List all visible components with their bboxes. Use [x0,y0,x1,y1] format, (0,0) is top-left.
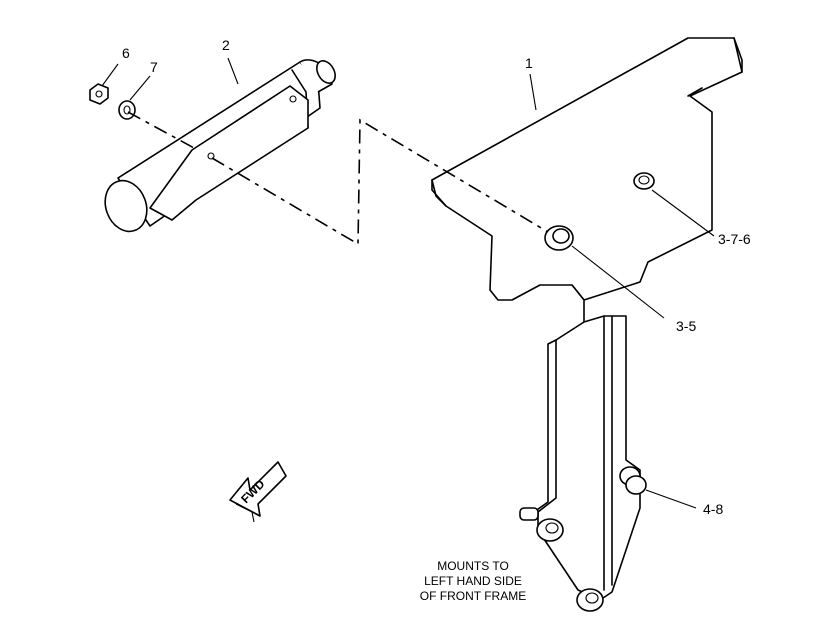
washer-left [118,100,136,120]
note-line-3: OF FRONT FRAME [420,589,526,603]
assembly-path [127,111,549,246]
callout-bracket: 1 [525,55,533,71]
leader-lines [101,57,715,509]
callout-washer: 7 [150,59,158,75]
mount-note: MOUNTS TO LEFT HAND SIDE OF FRONT FRAME [420,559,526,603]
callout-cylinder: 2 [222,37,230,53]
bolt-bottom [576,588,604,612]
bolt-lower-right [619,466,647,495]
callout-bolt-mid: 3-5 [676,318,696,334]
bracket-part [431,37,743,601]
note-line-2: LEFT HAND SIDE [424,574,522,588]
bolt-lower-left [519,507,564,542]
bolt-upper [633,172,655,190]
callout-nut: 6 [122,45,130,61]
forward-arrow-icon: FWD [229,461,287,523]
nut-left [89,83,109,105]
cylinder-part [104,59,336,233]
callout-bolt-lower: 4-8 [703,501,723,517]
callout-bolt-upper: 3-7-6 [718,231,751,247]
bolt-mid [544,225,574,251]
note-line-1: MOUNTS TO [437,559,509,573]
